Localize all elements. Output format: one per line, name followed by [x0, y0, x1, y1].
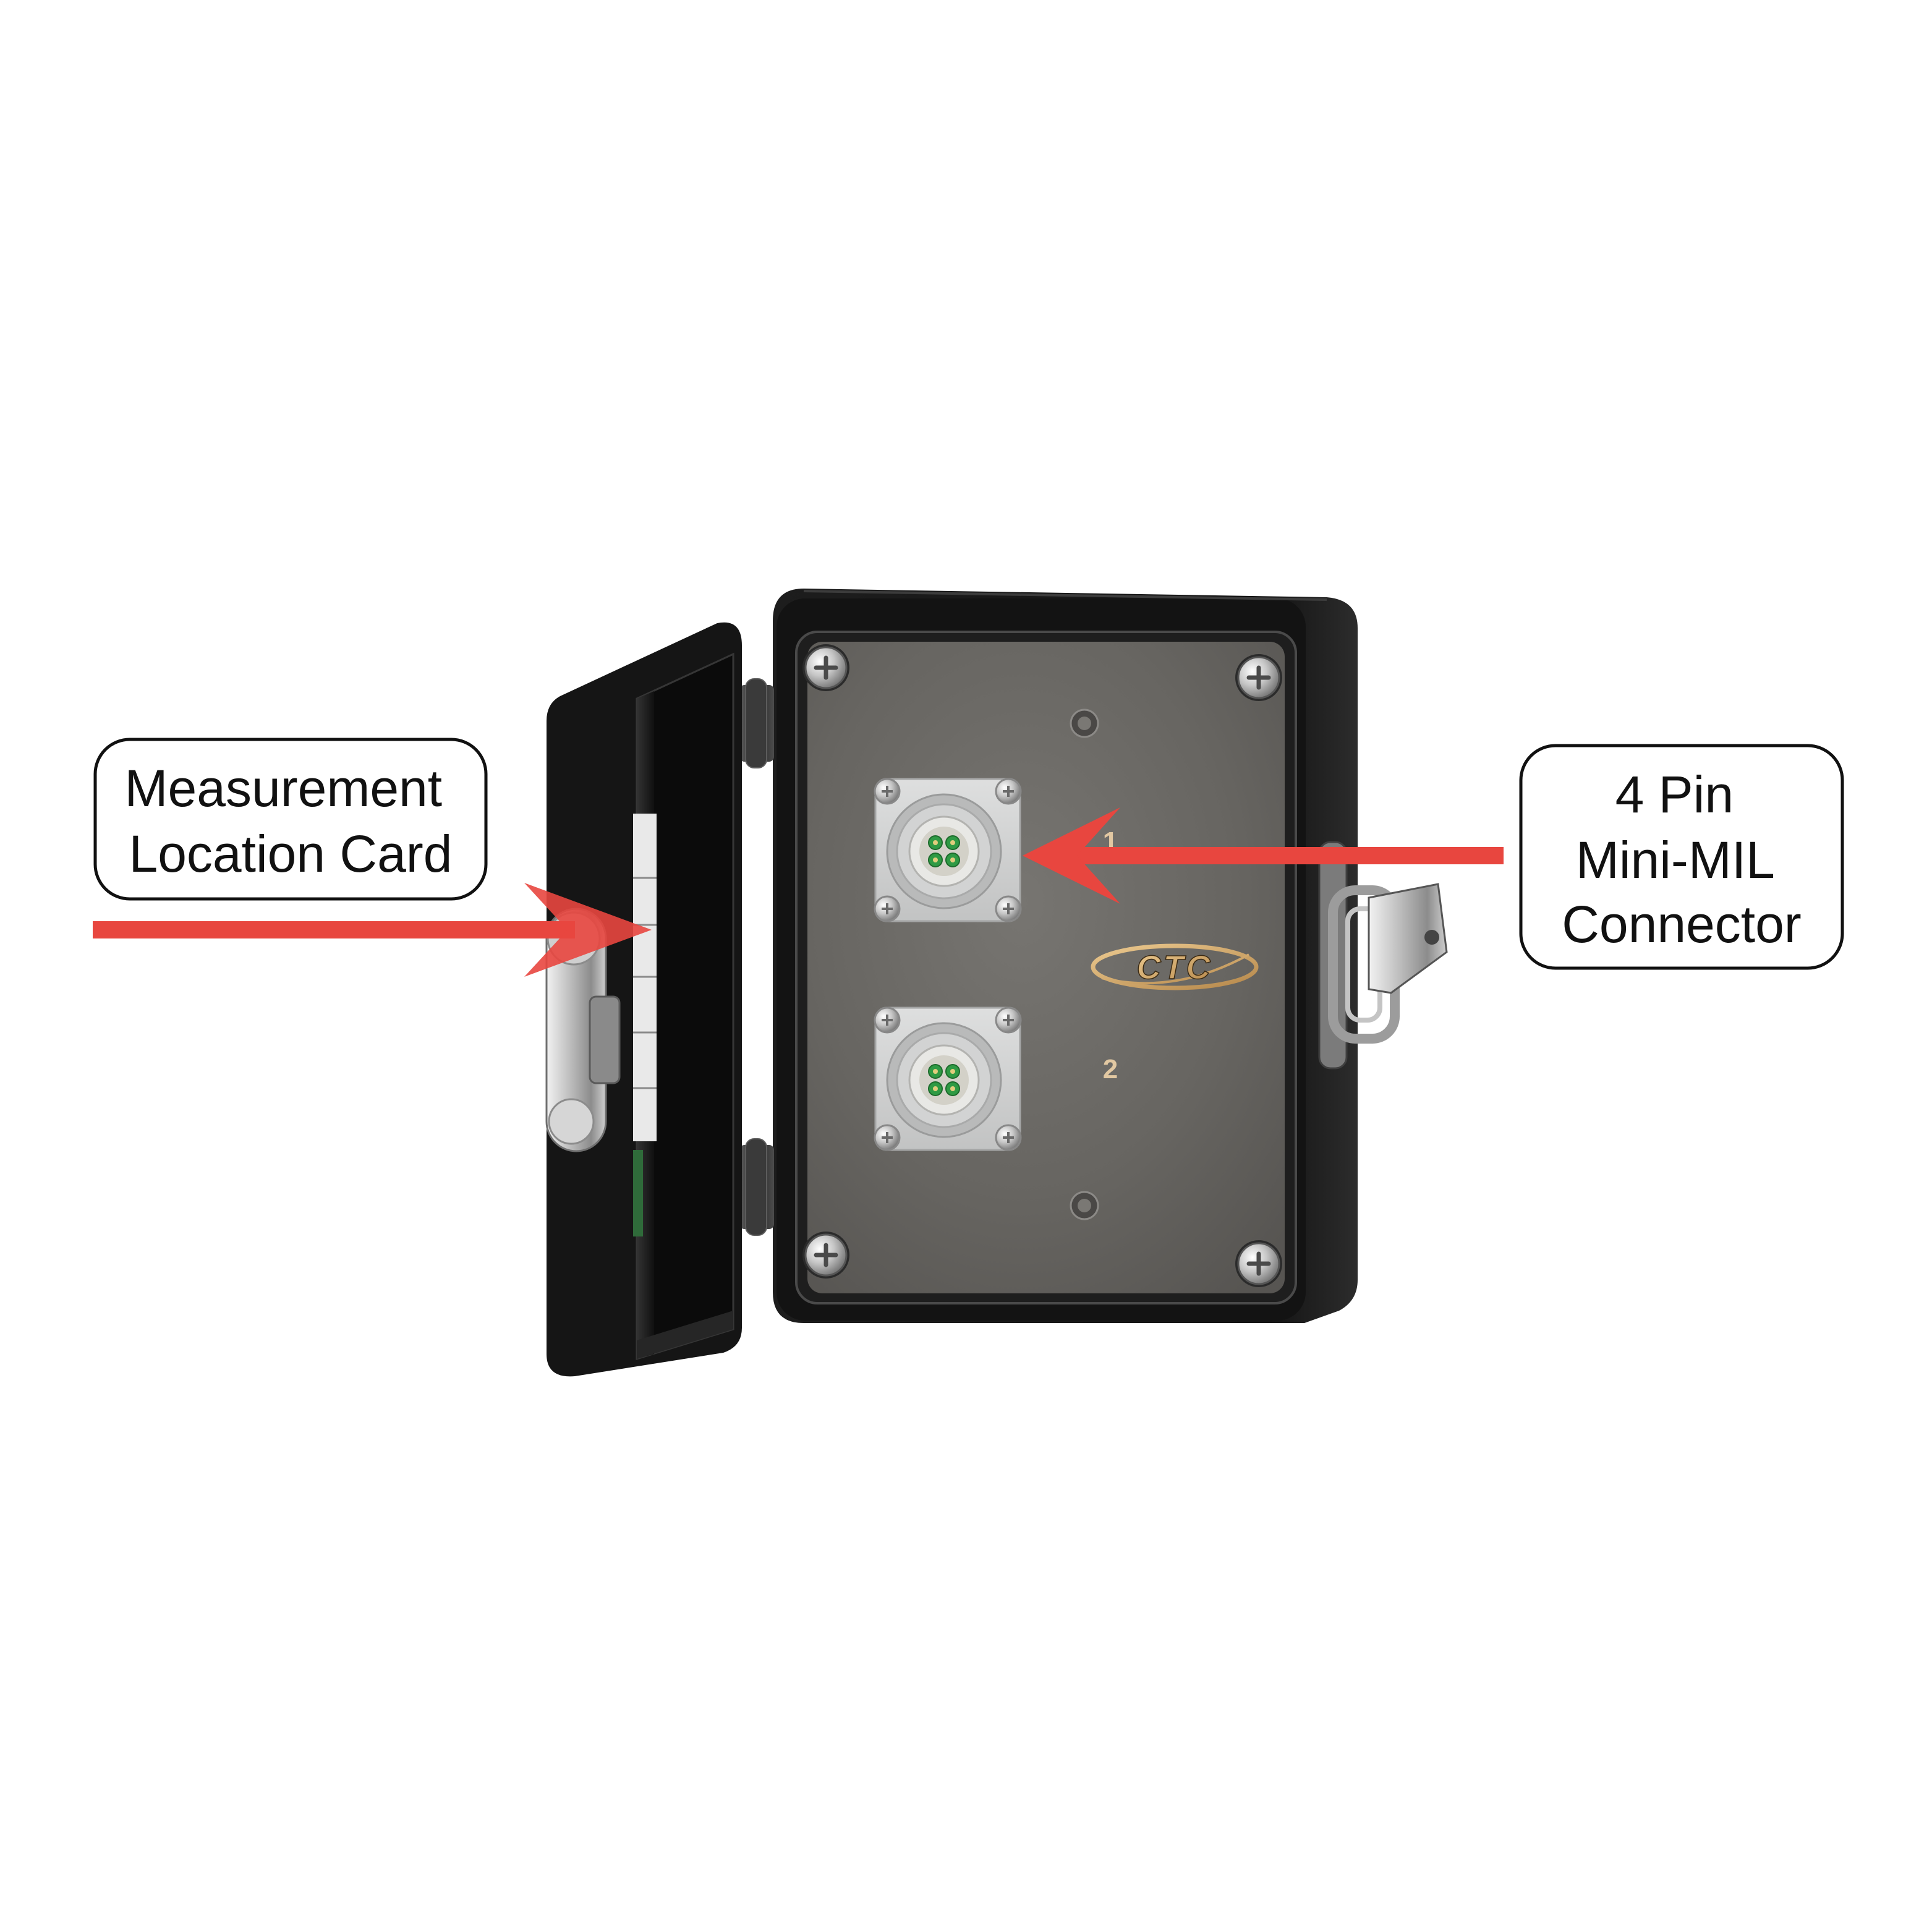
screw-slot	[1003, 903, 1014, 914]
flange-screw	[874, 1006, 901, 1034]
latch-catch	[589, 995, 621, 1084]
callout-line-1: 4 Pin	[1615, 765, 1734, 823]
mounting-post-bottom	[1070, 1191, 1099, 1220]
front-panel	[807, 642, 1285, 1293]
logo-text: CTC	[1137, 949, 1213, 986]
hinge-bottom	[739, 1138, 774, 1236]
logo-swoosh	[1101, 953, 1249, 985]
connector-insert	[919, 827, 969, 876]
lid-bottom-wall	[637, 1311, 733, 1359]
connector-port-2	[874, 1006, 1022, 1151]
pin-contact	[933, 1086, 938, 1091]
callout-measurement-location-card: Measurement Location Card	[93, 738, 488, 901]
flange-screw	[995, 1006, 1022, 1034]
screw-slot	[1003, 786, 1014, 797]
connector-pins	[928, 1064, 960, 1096]
screw-slot	[1246, 665, 1271, 690]
screw-slot	[882, 1132, 893, 1143]
flange-screw	[874, 895, 901, 922]
arrow-head	[524, 883, 652, 977]
latch-rivet-bottom	[548, 1098, 595, 1145]
flange-screw	[874, 778, 901, 805]
card-lines	[633, 877, 657, 1089]
flange-screw	[874, 1124, 901, 1151]
screw-slot	[1003, 1132, 1014, 1143]
connector-pins	[928, 835, 960, 867]
enclosure-lid	[545, 622, 742, 1377]
port-label-2: 2	[1103, 1054, 1118, 1084]
panel-screw-top-right	[1235, 654, 1282, 701]
latch-tongue	[1368, 883, 1448, 994]
pin-contact	[950, 840, 955, 845]
post-center	[1078, 717, 1091, 730]
pin-contact	[933, 857, 938, 862]
arrow-to-connector	[1023, 807, 1504, 904]
arrow-head	[1023, 807, 1120, 904]
screw-slot	[814, 655, 838, 680]
arrow-to-location-card	[93, 883, 652, 977]
post-center	[1078, 1199, 1091, 1212]
screw-slot	[882, 1015, 893, 1026]
callout-box	[1519, 744, 1844, 970]
pin-contact	[933, 1069, 938, 1074]
callout-line-2: Mini-MIL	[1576, 831, 1773, 889]
logo-oval	[1091, 943, 1259, 990]
screw-slot	[1003, 1015, 1014, 1026]
measurement-location-card	[633, 814, 657, 1236]
screw-slot	[1246, 1251, 1271, 1276]
panel-screw-top-left	[802, 644, 849, 691]
pin-contact	[950, 857, 955, 862]
callout-box	[93, 738, 488, 901]
mounting-post-top	[1070, 709, 1099, 738]
callout-line-3: Connector	[1562, 895, 1802, 953]
latch-tongue-hole	[1424, 930, 1439, 945]
callout-connector: 4 Pin Mini-MIL Connector	[1519, 744, 1844, 970]
callout-label: Measurement Location Card	[125, 759, 457, 883]
callout-line-1: Measurement	[125, 759, 443, 817]
panel-screw-bottom-left	[802, 1232, 849, 1279]
screw-slot	[882, 903, 893, 914]
hinge-knuckle	[745, 1138, 767, 1236]
side-latch-clasp	[1318, 841, 1448, 1070]
flange-screw	[995, 895, 1022, 922]
enclosure-top-highlight	[803, 590, 1327, 601]
hinge-knuckle	[745, 678, 767, 768]
ctc-logo: CTC	[1091, 943, 1259, 990]
pin-contact	[950, 1086, 955, 1091]
callout-label: 4 Pin Mini-MIL Connector	[1562, 765, 1802, 953]
connector-insert	[919, 1055, 969, 1105]
connector-port-1	[874, 778, 1022, 922]
hinge-top	[739, 678, 774, 768]
flange-screw	[995, 1124, 1022, 1151]
screw-slot	[882, 786, 893, 797]
enclosure-body: 1 2 CTC	[773, 589, 1448, 1323]
screw-slot	[814, 1243, 838, 1267]
pin-contact	[933, 840, 938, 845]
flange-screw	[995, 778, 1022, 805]
pin-contact	[950, 1069, 955, 1074]
panel-screw-bottom-right	[1235, 1240, 1282, 1287]
card-green-tab	[633, 1150, 643, 1236]
callout-line-2: Location Card	[129, 825, 453, 883]
